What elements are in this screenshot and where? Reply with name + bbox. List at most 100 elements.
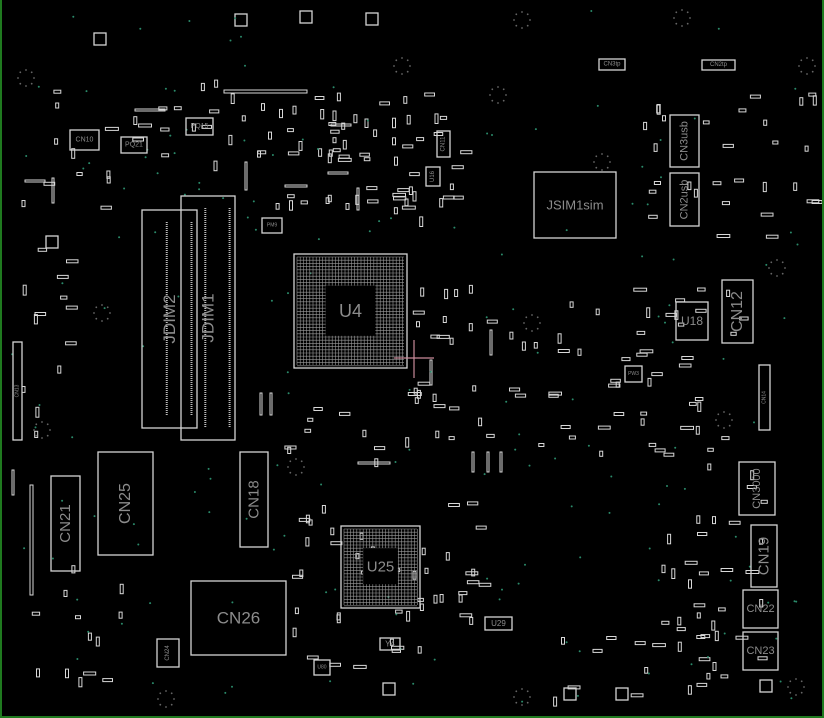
mounting-hole-ring (673, 9, 691, 27)
via (722, 357, 725, 360)
component-cn23[interactable]: CN23 (742, 631, 779, 671)
smd-pad (735, 635, 749, 640)
smd-pad (697, 287, 706, 292)
component-y4[interactable]: Y4 (379, 637, 401, 651)
component-cn24[interactable]: CN24 (156, 638, 180, 668)
component-cn10[interactable]: CN10 (69, 129, 100, 151)
smd-pad (651, 372, 663, 377)
vias-layer (11, 9, 816, 708)
smd-pad (557, 349, 570, 353)
mounting-hole-ring (17, 69, 35, 87)
component-cn3000[interactable]: CN3000 (738, 461, 776, 516)
smd-pad (118, 611, 123, 619)
component-pq15[interactable]: PQ15 (185, 117, 214, 136)
via (666, 485, 668, 487)
smd-pad (414, 397, 419, 404)
component-jdim2[interactable]: JDIM2 (141, 209, 198, 429)
component-u25[interactable]: U25 (340, 525, 421, 609)
ic-package-small (365, 12, 379, 26)
component-label: CN19 (756, 537, 773, 575)
smd-pad (420, 287, 425, 297)
smd-pad (694, 397, 704, 401)
smd-pad (702, 120, 710, 125)
component-label: CN22 (746, 603, 774, 615)
component-jsim1sim[interactable]: JSIM1sim (533, 171, 617, 239)
component-cn18[interactable]: CN18 (239, 451, 269, 548)
smd-pad (652, 643, 666, 648)
smd-pad (509, 387, 521, 392)
component-cn26[interactable]: CN26 (190, 580, 287, 656)
smd-pad (696, 612, 701, 619)
smd-pad (762, 181, 767, 193)
component-jdim1[interactable]: JDIM1 (180, 195, 236, 441)
via (82, 167, 85, 170)
component-cn13[interactable]: CN13 (12, 341, 23, 441)
smd-pad (648, 214, 658, 219)
smd-pad (696, 682, 708, 687)
via (528, 464, 531, 467)
component-u18[interactable]: U18 (675, 301, 709, 341)
connector-strip (269, 392, 273, 416)
smd-pad (289, 200, 293, 211)
smd-pad (738, 108, 747, 113)
component-cn2usb[interactable]: CN2usb (669, 172, 700, 227)
smd-pad (412, 310, 425, 315)
component-pm9[interactable]: PM9 (261, 217, 283, 234)
via (789, 231, 792, 234)
smd-pad (439, 594, 444, 603)
smd-pad (430, 334, 440, 339)
smd-pad (599, 450, 604, 457)
connector-strip (223, 89, 308, 94)
component-cn3usb[interactable]: CN3usb (669, 114, 700, 168)
smd-pad (449, 183, 454, 191)
component-cn22[interactable]: CN22 (742, 589, 779, 629)
component-outline (675, 301, 709, 341)
component-pw3[interactable]: PW3 (624, 365, 643, 383)
component-cn14[interactable]: CN14 (758, 364, 771, 431)
component-cn21[interactable]: CN21 (50, 475, 81, 572)
component-pq21[interactable]: PQ21 (120, 136, 148, 154)
smd-pad (355, 553, 360, 560)
component-label: PQ21 (125, 142, 143, 149)
component-label: U80 (317, 665, 326, 671)
component-cn12[interactable]: CN12 (721, 279, 754, 344)
component-label: U4 (339, 301, 362, 321)
component-cn11[interactable]: CN11 (436, 130, 451, 158)
smd-pad (119, 583, 124, 595)
component-cn2tp[interactable]: CN2tp (701, 59, 736, 71)
smd-pad (298, 517, 311, 522)
component-u29[interactable]: U29 (484, 616, 513, 631)
via (286, 371, 289, 374)
smd-pad (332, 148, 341, 153)
component-label: CN21 (57, 504, 74, 542)
component-u80[interactable]: U80 (313, 659, 331, 676)
via (88, 162, 91, 165)
via (536, 351, 539, 354)
component-cn25[interactable]: CN25 (97, 451, 154, 556)
component-label: PM9 (267, 223, 278, 229)
connector-strip (244, 161, 248, 191)
component-u16[interactable]: U16 (425, 166, 441, 187)
smd-pad (458, 591, 468, 596)
smd-pad (161, 153, 170, 158)
smd-pad (416, 389, 421, 399)
smd-pad (325, 197, 330, 205)
via (272, 548, 275, 551)
smd-pad (33, 314, 38, 325)
component-u4[interactable]: U4 (293, 253, 408, 369)
via (486, 577, 489, 580)
smd-pad (393, 207, 398, 215)
smd-pad (716, 234, 731, 238)
component-cn3tp[interactable]: CN3tp (598, 58, 626, 71)
smd-pad (160, 127, 170, 132)
smd-pad (469, 617, 474, 625)
smd-pad (419, 216, 424, 227)
via (579, 556, 582, 559)
via (783, 317, 786, 320)
ic-package-small (563, 687, 577, 701)
component-cn19[interactable]: CN19 (750, 524, 778, 588)
smd-pad (472, 385, 477, 392)
smd-pad (60, 295, 68, 300)
